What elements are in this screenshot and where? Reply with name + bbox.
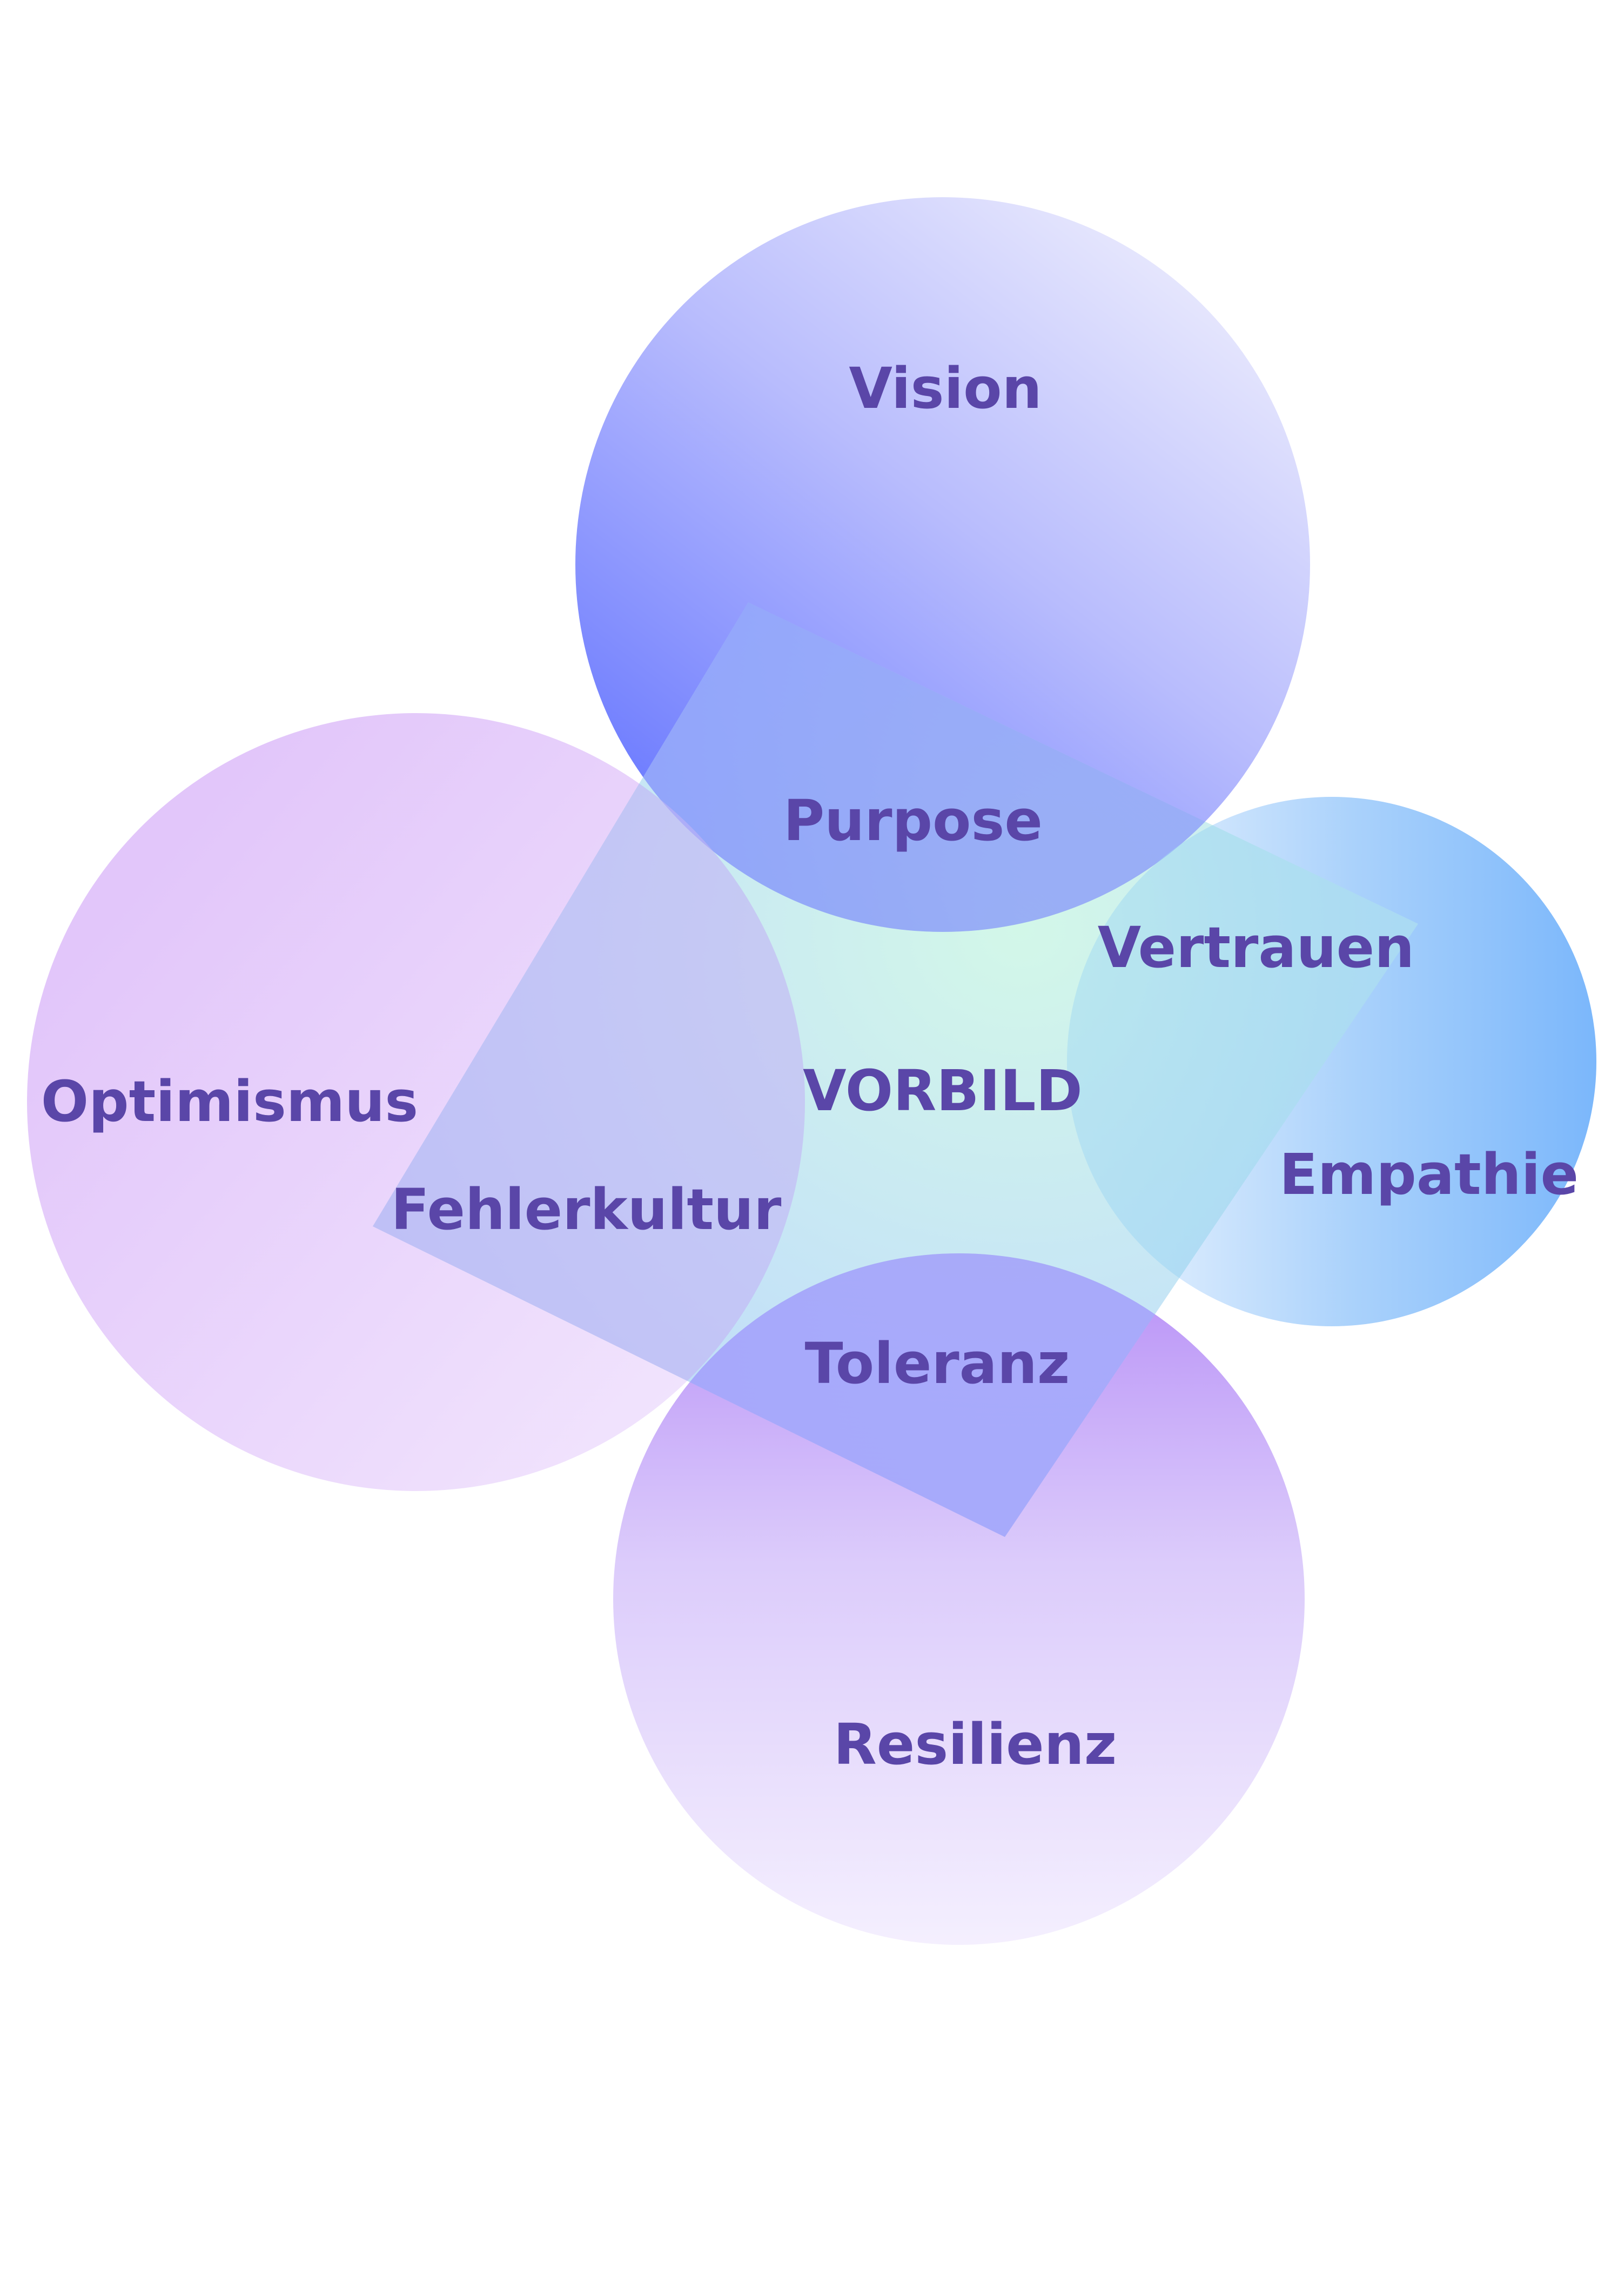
label-vorbild: VORBILD xyxy=(803,1058,1083,1124)
label-purpose: Purpose xyxy=(783,788,1043,854)
label-vision: Vision xyxy=(849,355,1042,421)
label-vertrauen: Vertrauen xyxy=(1098,915,1414,981)
label-empathie: Empathie xyxy=(1279,1142,1579,1207)
label-fehlerkultur: Fehlerkultur xyxy=(391,1177,782,1243)
label-resilienz: Resilienz xyxy=(834,1711,1117,1777)
label-toleranz: Toleranz xyxy=(805,1331,1070,1397)
label-optimismus: Optimismus xyxy=(41,1069,418,1134)
